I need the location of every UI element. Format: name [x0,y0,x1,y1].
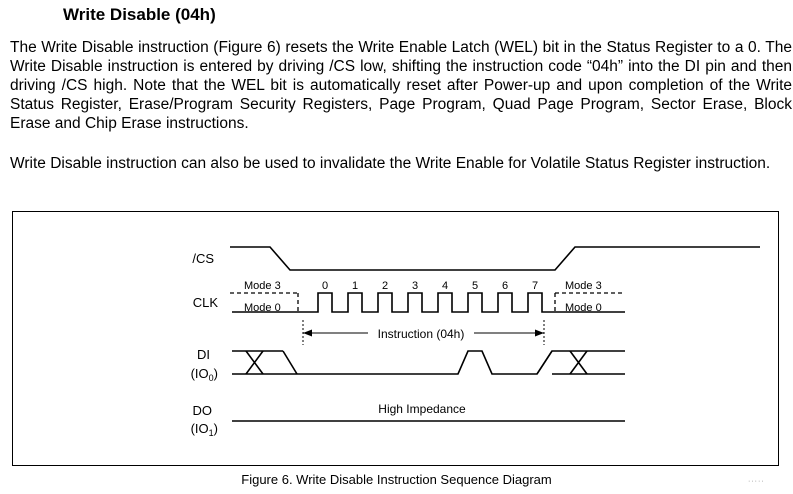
high-impedance-label: High Impedance [378,402,466,416]
section-heading: Write Disable (04h) [63,5,216,24]
watermark: ····· [748,478,765,485]
clock-number-3: 3 [412,280,418,292]
clock-number-2: 2 [382,280,388,292]
cs-label: /CS [192,251,214,266]
instruction-arrowhead-left [303,329,312,337]
di-x-right-b [569,350,588,375]
clk-label: CLK [193,295,219,310]
figure-caption: Figure 6. Write Disable Instruction Sequ… [241,472,552,487]
di-transition-out [536,350,553,375]
clock-number-6: 6 [502,280,508,292]
diagram-frame [12,211,779,466]
paragraph-note: Write Disable instruction can also be us… [10,155,771,172]
instruction-arrowhead-right [535,329,544,337]
paragraph-description: The Write Disable instruction (Figure 6)… [10,39,792,132]
clock-number-7: 7 [532,280,538,292]
di-label: DI [197,347,210,362]
mode3-right-label: Mode 3 [565,280,602,292]
do-sub-label: (IO1) [191,421,218,438]
cs-waveform [230,246,760,271]
di-transition-in [282,350,298,375]
mode3-left-label: Mode 3 [244,280,281,292]
clock-number-0: 0 [322,280,328,292]
clk-waveform [232,292,625,313]
clock-number-4: 4 [442,280,448,292]
clock-number-5: 5 [472,280,478,292]
instruction-label: Instruction (04h) [378,327,465,341]
clock-number-1: 1 [352,280,358,292]
mode0-right-label: Mode 0 [565,302,602,314]
di-sub-label: (IO0) [191,366,218,383]
di-data-waveform [283,350,625,375]
do-label: DO [193,403,213,418]
mode0-left-label: Mode 0 [244,302,281,314]
di-x-left-b [245,350,264,375]
